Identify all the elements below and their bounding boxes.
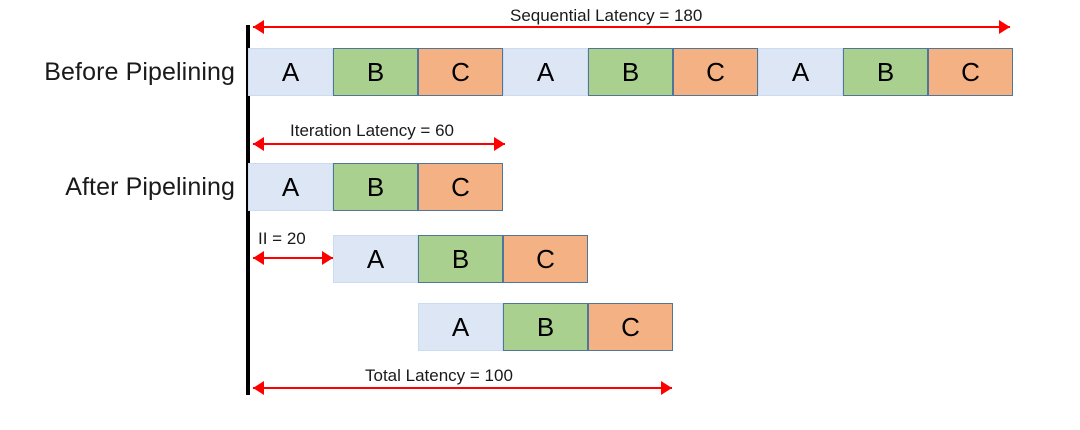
arrowhead-right-icon [661,381,672,395]
stage-cell-b: B [843,48,928,96]
sequential-latency-arrow [253,20,1010,34]
arrow-shaft [253,26,1010,28]
stage-cell-c: C [588,303,673,351]
sequential-row: A B C A B C A B C [248,48,1013,96]
pipelined-row-3: A B C [418,303,673,351]
stage-cell-a: A [758,48,843,96]
stage-cell-a: A [333,235,418,283]
stage-cell-c: C [418,48,503,96]
initiation-interval-label: II = 20 [258,229,306,248]
total-latency-arrow [253,381,672,395]
stage-cell-b: B [503,303,588,351]
stage-cell-a: A [418,303,503,351]
arrowhead-left-icon [253,20,264,34]
row-label-after-pipelining: After Pipelining [65,173,235,201]
arrowhead-left-icon [253,381,264,395]
arrowhead-left-icon [253,251,264,265]
iteration-latency-label: Iteration Latency = 60 [290,121,454,140]
stage-cell-a: A [248,48,333,96]
arrow-shaft [253,143,505,145]
pipelined-row-2: A B C [333,235,588,283]
stage-cell-b: B [588,48,673,96]
arrow-shaft [253,387,672,389]
stage-cell-c: C [673,48,758,96]
arrowhead-left-icon [253,137,264,151]
stage-cell-a: A [248,163,333,211]
stage-cell-b: B [418,235,503,283]
stage-cell-b: B [333,48,418,96]
arrowhead-right-icon [494,137,505,151]
stage-cell-a: A [503,48,588,96]
stage-cell-c: C [418,163,503,211]
arrowhead-right-icon [322,251,333,265]
stage-cell-c: C [503,235,588,283]
arrowhead-right-icon [999,20,1010,34]
stage-cell-c: C [928,48,1013,96]
iteration-latency-arrow [253,137,505,151]
row-label-before-pipelining: Before Pipelining [44,58,235,86]
arrow-shaft [253,257,333,259]
pipelined-row-1: A B C [248,163,503,211]
initiation-interval-arrow [253,251,333,265]
total-latency-label: Total Latency = 100 [365,366,513,385]
stage-cell-b: B [333,163,418,211]
sequential-latency-label: Sequential Latency = 180 [510,6,703,25]
